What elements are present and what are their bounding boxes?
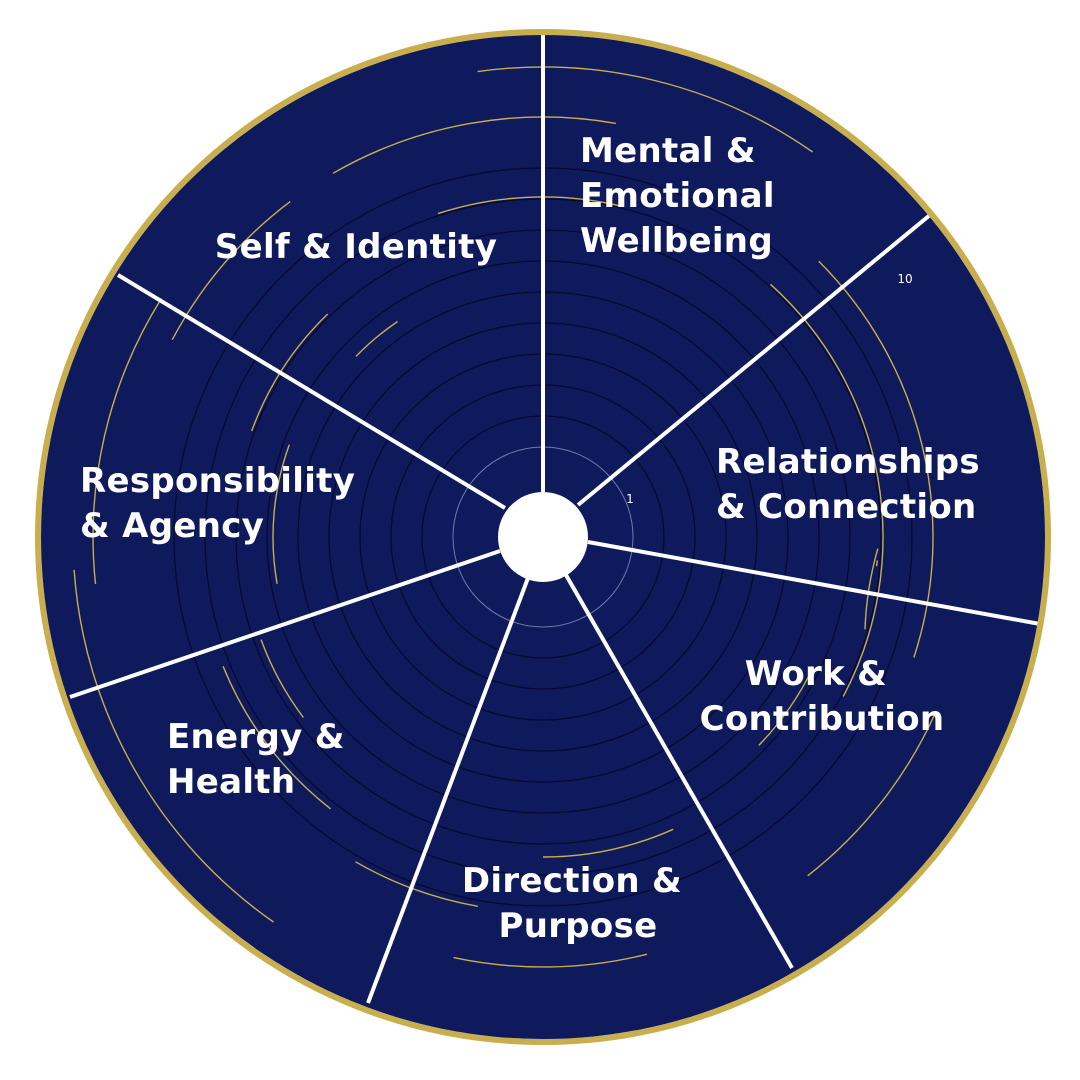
segment-divider-6 (69, 549, 501, 699)
segment-label-self-identity: Self & Identity (215, 227, 497, 267)
segment-label-mental-emotional-wellbeing: Mental & Emotional Wellbeing (580, 131, 787, 261)
label-arc-19 (251, 313, 329, 432)
label-arc-3 (770, 283, 884, 697)
segment-label-work-contribution: Work & Contribution (700, 654, 945, 739)
label-arc-4 (818, 260, 934, 658)
label-arc-17 (437, 196, 620, 215)
segment-divider-3 (587, 540, 1041, 626)
label-arc-11 (73, 569, 274, 923)
segment-divider-2 (576, 213, 932, 507)
segment-label-responsibility-agency: Responsibility & Agency (80, 461, 367, 546)
segment-divider-4 (564, 574, 794, 969)
label-arc-12 (272, 444, 290, 585)
segment-divider-7 (116, 273, 507, 510)
label-arc-8 (453, 953, 648, 968)
label-arc-15 (332, 116, 617, 174)
segment-dividers (69, 35, 1041, 1004)
segment-label-arcs (73, 66, 937, 968)
wheel-rim (35, 29, 1051, 1045)
center-hub (498, 492, 588, 582)
segment-label-relationships-connection: Relationships & Connection (716, 442, 992, 527)
segment-label-direction-purpose: Direction & Purpose (462, 861, 694, 946)
label-arc-2 (864, 548, 879, 630)
scale-max-label: 10 (897, 272, 912, 286)
label-arc-13 (92, 298, 162, 585)
label-arc-1 (876, 560, 878, 567)
label-arc-7 (542, 828, 674, 858)
label-arc-10 (260, 639, 304, 718)
label-arc-16 (171, 201, 291, 341)
label-arc-20 (355, 861, 479, 907)
scale-min-label: 1 (626, 492, 634, 506)
segment-divider-5 (366, 577, 530, 1004)
label-arc-18 (477, 66, 814, 153)
label-arc-9 (222, 665, 332, 810)
segment-label-energy-health: Energy & Health (167, 717, 357, 802)
label-arc-14 (355, 320, 398, 357)
label-arc-6 (807, 711, 937, 877)
label-arc-5 (758, 668, 814, 746)
